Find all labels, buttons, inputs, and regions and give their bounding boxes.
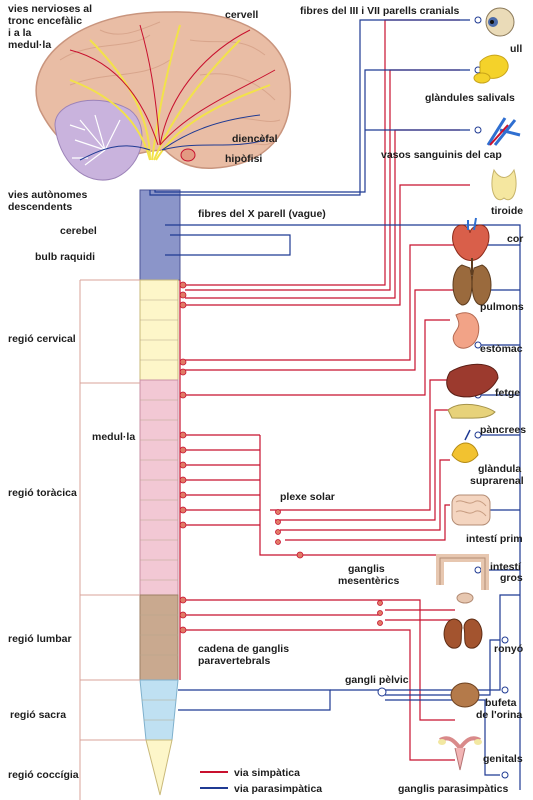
organ-adrenal-label-2: suprarenal [470, 475, 524, 487]
parasympathetic-ganglia-label: ganglis parasimpàtics [398, 783, 508, 795]
pancreas-icon [447, 403, 496, 419]
adrenal-gland-icon [451, 429, 479, 463]
parasympathetic-ganglia [377, 16, 509, 779]
organ-stomach-label: estòmac [480, 343, 523, 355]
salivary-gland-icon [473, 54, 509, 84]
cranial-paths-label-4: medul·la [8, 39, 51, 51]
thoracic-segment [139, 379, 179, 596]
legend-sympathetic-label: via simpàtica [234, 767, 300, 779]
mesenteric-ganglia-label-2: mesentèrics [338, 575, 399, 587]
organ-large-intestine-label: intestí [490, 561, 522, 573]
vagus-label: fibres del X parell (vague) [198, 208, 326, 220]
mesenteric-ganglia-label: ganglis [348, 563, 385, 575]
organ-liver-label: fetge [495, 387, 520, 399]
legend-parasympathetic-label: via parasimpàtica [234, 783, 322, 795]
organ-kidney-label: ronyó [494, 643, 523, 655]
blue-brain-paths [79, 114, 266, 161]
thyroid-icon [491, 168, 517, 201]
genitals-icon [438, 736, 482, 771]
small-intestine-icon [451, 494, 491, 526]
spinal-cord-label: medul·la [92, 431, 135, 443]
organ-adrenal-label: glàndula [478, 463, 521, 475]
diencephalon-label: diencèfal [232, 133, 278, 145]
organ-thyroid-label: tiroide [491, 205, 523, 217]
pituitary-label: hipòfisi [225, 153, 262, 165]
medulla-oblongata-label: bulb raquidi [35, 251, 95, 263]
organ-small-intestine-label: intestí prim [466, 533, 523, 545]
eye-icon [485, 7, 515, 37]
segment-ticks [140, 299, 178, 721]
solar-plexus-label: plexe solar [280, 491, 335, 503]
parasympathetic-pathways [149, 19, 521, 790]
arbor-vitae [69, 114, 121, 166]
region-coccygeal-label: regió coccígia [8, 769, 79, 781]
autonomic-paths-label: vies autònomes [8, 189, 88, 201]
cerebellum-shape [54, 99, 143, 181]
coccygeal-segment [145, 739, 173, 796]
paravertebral-chain-label-2: paravertebrals [198, 655, 271, 667]
organ-lungs-label: pulmons [480, 301, 524, 313]
cranial-nerves-label: fibres del III i VII parells cranials [300, 5, 459, 17]
organ-head-vessels-label: vasos sanguinis del cap [381, 149, 502, 161]
kidney-icon [443, 618, 483, 649]
sympathetic-ganglia [179, 281, 383, 634]
liver-icon [446, 363, 499, 398]
hypophysis-shape [180, 148, 196, 162]
organ-heart-label: cor [507, 233, 523, 245]
paravertebral-chain-label: cadena de ganglis [198, 643, 289, 655]
cervical-segment [139, 279, 179, 381]
pelvic-ganglion-label: gangli pèlvic [345, 674, 409, 686]
heart-icon [452, 217, 490, 261]
stomach-icon [452, 312, 480, 349]
organ-eye-label: ull [510, 43, 522, 55]
cerebrum-label: cervell [225, 9, 258, 21]
sacral-segment [139, 679, 179, 741]
region-lumbar-label: regió lumbar [8, 633, 72, 645]
organ-bladder-label-2: de l'orina [476, 709, 522, 721]
cranial-paths-label-2: tronc encefàlic [8, 15, 82, 27]
organ-salivary-label: glàndules salivals [425, 92, 515, 104]
organ-icons [436, 7, 521, 771]
region-cervical-label: regió cervical [8, 333, 76, 345]
bladder-icon [450, 682, 480, 708]
labels: vies nervioses al tronc encefàlic i a la… [8, 3, 526, 795]
region-thoracic-label: regió toràcica [8, 487, 77, 499]
cranial-paths-label-3: i a la [8, 27, 32, 39]
brain [35, 11, 292, 181]
cranial-paths-label: vies nervioses al [8, 3, 92, 15]
region-brackets [79, 279, 146, 800]
organ-pancreas-label: pàncrees [480, 424, 526, 436]
spinal-cord [139, 189, 181, 796]
organ-large-intestine-label-2: gros [500, 572, 523, 584]
red-brain-paths [69, 24, 276, 146]
large-intestine-icon [436, 554, 489, 604]
lumbar-segment [139, 594, 179, 681]
blood-vessels-icon [486, 117, 521, 146]
region-sacral-label: regió sacra [10, 709, 66, 721]
organ-genitals-label: genitals [483, 753, 523, 765]
organ-bladder-label: bufeta [485, 697, 517, 709]
autonomic-paths-label-2: descendents [8, 201, 72, 213]
lungs-icon [452, 258, 492, 306]
legend: via simpàtica via parasimpàtica [200, 767, 322, 795]
cerebellum-label: cerebel [60, 225, 97, 237]
